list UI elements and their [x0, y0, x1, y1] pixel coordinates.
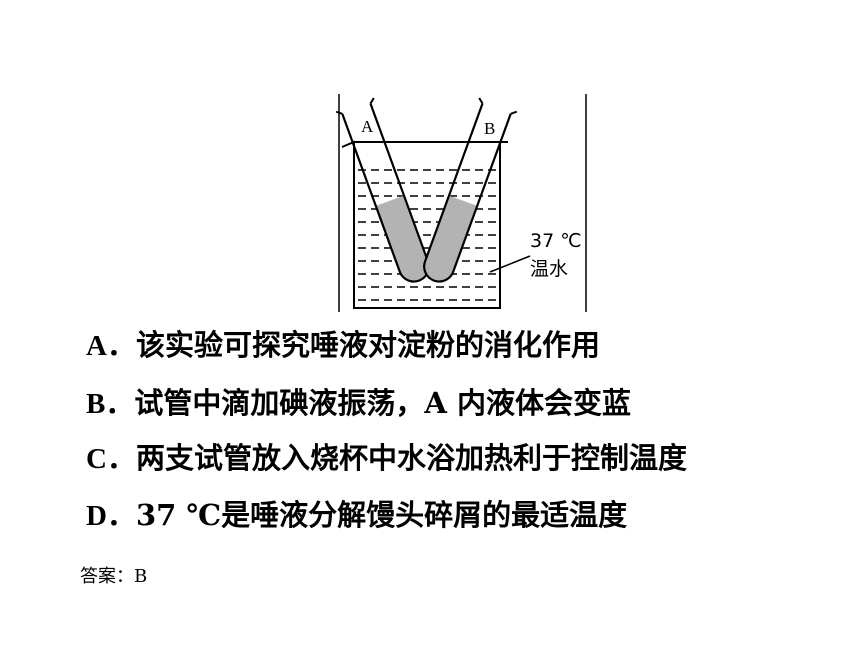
option-d-letter: D: [86, 500, 107, 532]
option-b-text: 试管中滴加碘液振荡，A 内液体会变蓝: [134, 386, 631, 420]
option-c-sep: ．: [106, 441, 136, 475]
option-d: D．37 ℃是唾液分解馒头碎屑的最适温度: [86, 497, 627, 534]
temperature-label: 37 ℃: [530, 230, 582, 252]
tube-b-label: B: [484, 119, 495, 138]
option-c: C．两支试管放入烧杯中水浴加热利于控制温度: [86, 440, 687, 477]
test-tube-b: [423, 97, 518, 283]
option-c-letter: C: [86, 443, 107, 475]
experiment-diagram: A B 37 ℃ 温水: [335, 94, 587, 312]
warm-water: [358, 169, 498, 301]
answer-label: 答案: [80, 566, 116, 587]
answer-value: B: [134, 566, 148, 587]
option-a-text: 该实验可探究唾液对淀粉的消化作用: [135, 328, 600, 362]
option-b-letter: B: [86, 388, 106, 420]
option-b: B．试管中滴加碘液振荡，A 内液体会变蓝: [86, 385, 631, 422]
option-a-letter: A: [86, 330, 107, 362]
answer-sep: ：: [116, 566, 134, 587]
option-b-sep: ．: [105, 386, 135, 420]
answer-line: 答案：B: [80, 562, 147, 588]
option-d-sep: ．: [106, 498, 136, 532]
option-c-text: 两支试管放入烧杯中水浴加热利于控制温度: [135, 441, 687, 475]
tube-a-label: A: [361, 117, 374, 136]
option-d-text: 37 ℃是唾液分解馒头碎屑的最适温度: [135, 498, 628, 532]
beaker: [341, 140, 508, 309]
test-tube-a: [335, 97, 430, 283]
leader-line: [489, 255, 531, 273]
warm-water-label: 温水: [530, 258, 568, 280]
option-a: A．该实验可探究唾液对淀粉的消化作用: [86, 327, 600, 364]
option-a-sep: ．: [106, 328, 136, 362]
